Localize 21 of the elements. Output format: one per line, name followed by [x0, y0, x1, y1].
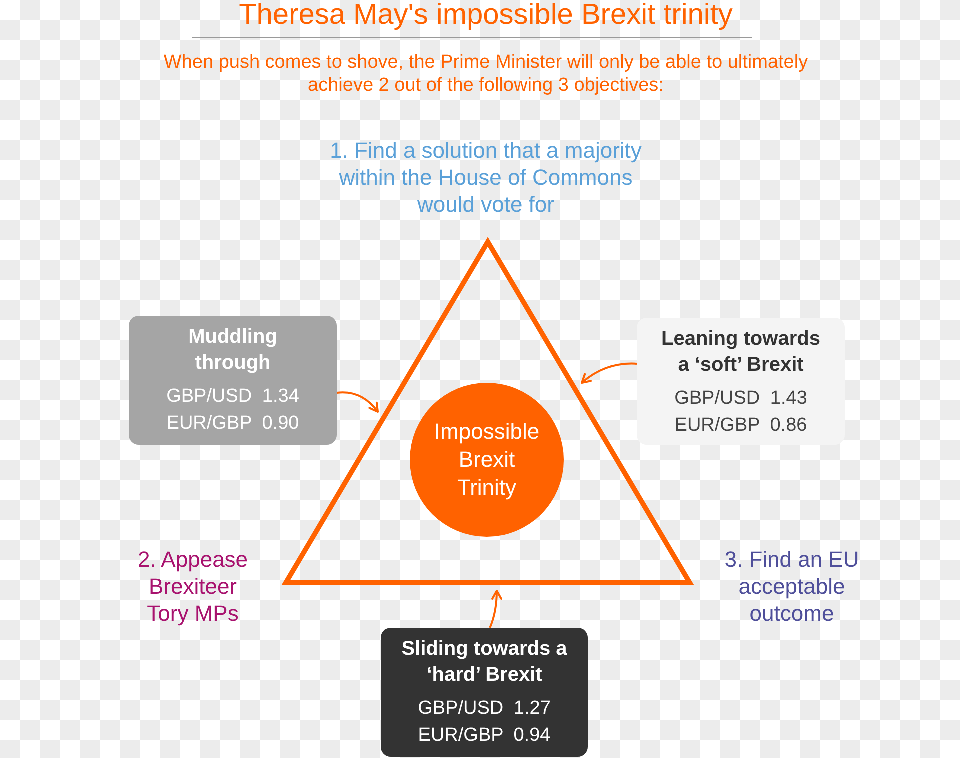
circle-label: Impossible Brexit Trinity: [433, 418, 541, 502]
subtitle: When push comes to shove, the Prime Minister will only be able to ultimately achieve 2 out of the following 3 objectives:: [162, 51, 810, 97]
curved-arrow: [489, 590, 502, 628]
exchange-rate: EUR/GBP 0.94: [418, 724, 551, 748]
objective-text: 2. Appease Brexiteer Tory MPs: [136, 546, 250, 627]
curved-arrow: [581, 362, 638, 384]
exchange-rate: EUR/GBP 0.86: [674, 414, 808, 438]
scenario-heading: Leaning towards a ‘soft’ Brexit: [660, 327, 822, 378]
objective-text: 1. Find a solution that a majority within the House of Commons would vote for: [329, 137, 643, 218]
scenario-card: [129, 316, 337, 445]
exchange-rate: EUR/GBP 0.90: [166, 412, 300, 436]
scenario-card: [381, 628, 588, 757]
exchange-rate: GBP/USD 1.43: [674, 387, 808, 411]
scenario-heading: Muddling through: [188, 325, 278, 376]
objective-text: 3. Find an EU acceptable outcome: [724, 546, 860, 627]
exchange-rate: GBP/USD 1.27: [418, 697, 551, 721]
scenario-card: [637, 318, 845, 445]
scenario-heading: Sliding towards a ‘hard’ Brexit: [400, 637, 568, 688]
title: Theresa May's impossible Brexit trinity: [238, 0, 734, 32]
exchange-rate: GBP/USD 1.34: [166, 385, 300, 409]
curved-arrow: [336, 392, 379, 413]
